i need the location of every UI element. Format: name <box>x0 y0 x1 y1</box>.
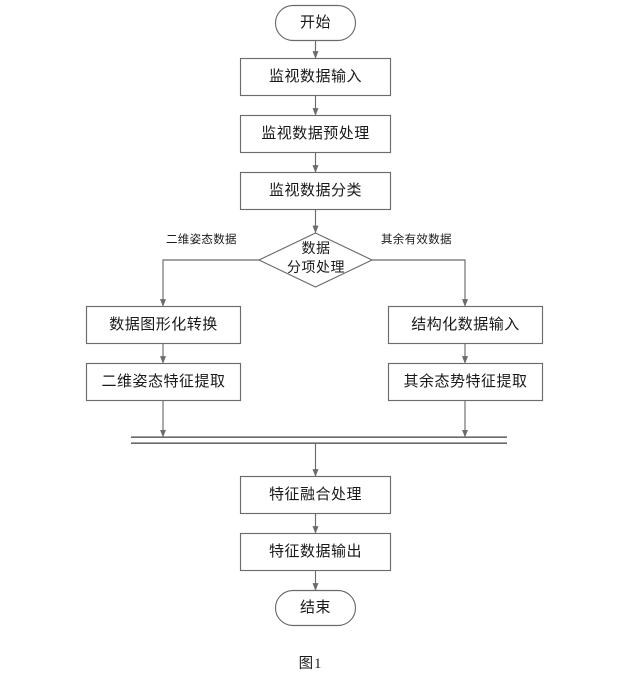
node-shape-monitor-input <box>239 57 392 97</box>
edge-decision-right-branch <box>372 259 468 307</box>
node-shape-merge-bar <box>131 436 507 445</box>
node-shape-other-feature <box>387 362 544 402</box>
node-shape-feature-fusion <box>239 475 392 515</box>
node-shape-monitor-preprocess <box>239 114 392 154</box>
figure-caption: 图1 <box>298 656 323 672</box>
node-shape-start <box>274 4 357 42</box>
edge-label-left-branch: 二维姿态数据 <box>166 234 237 246</box>
edge-label-right-branch: 其余有效数据 <box>381 234 452 246</box>
node-shape-structured-input <box>387 305 544 345</box>
node-shape-decision <box>257 232 374 288</box>
edge-decision-left-branch <box>159 259 259 307</box>
node-shape-feature-output <box>239 532 392 572</box>
node-shape-end <box>274 589 357 627</box>
node-shape-pose-feature <box>85 362 242 402</box>
node-shape-graph-convert <box>85 305 242 345</box>
node-shape-monitor-classify <box>239 171 392 211</box>
